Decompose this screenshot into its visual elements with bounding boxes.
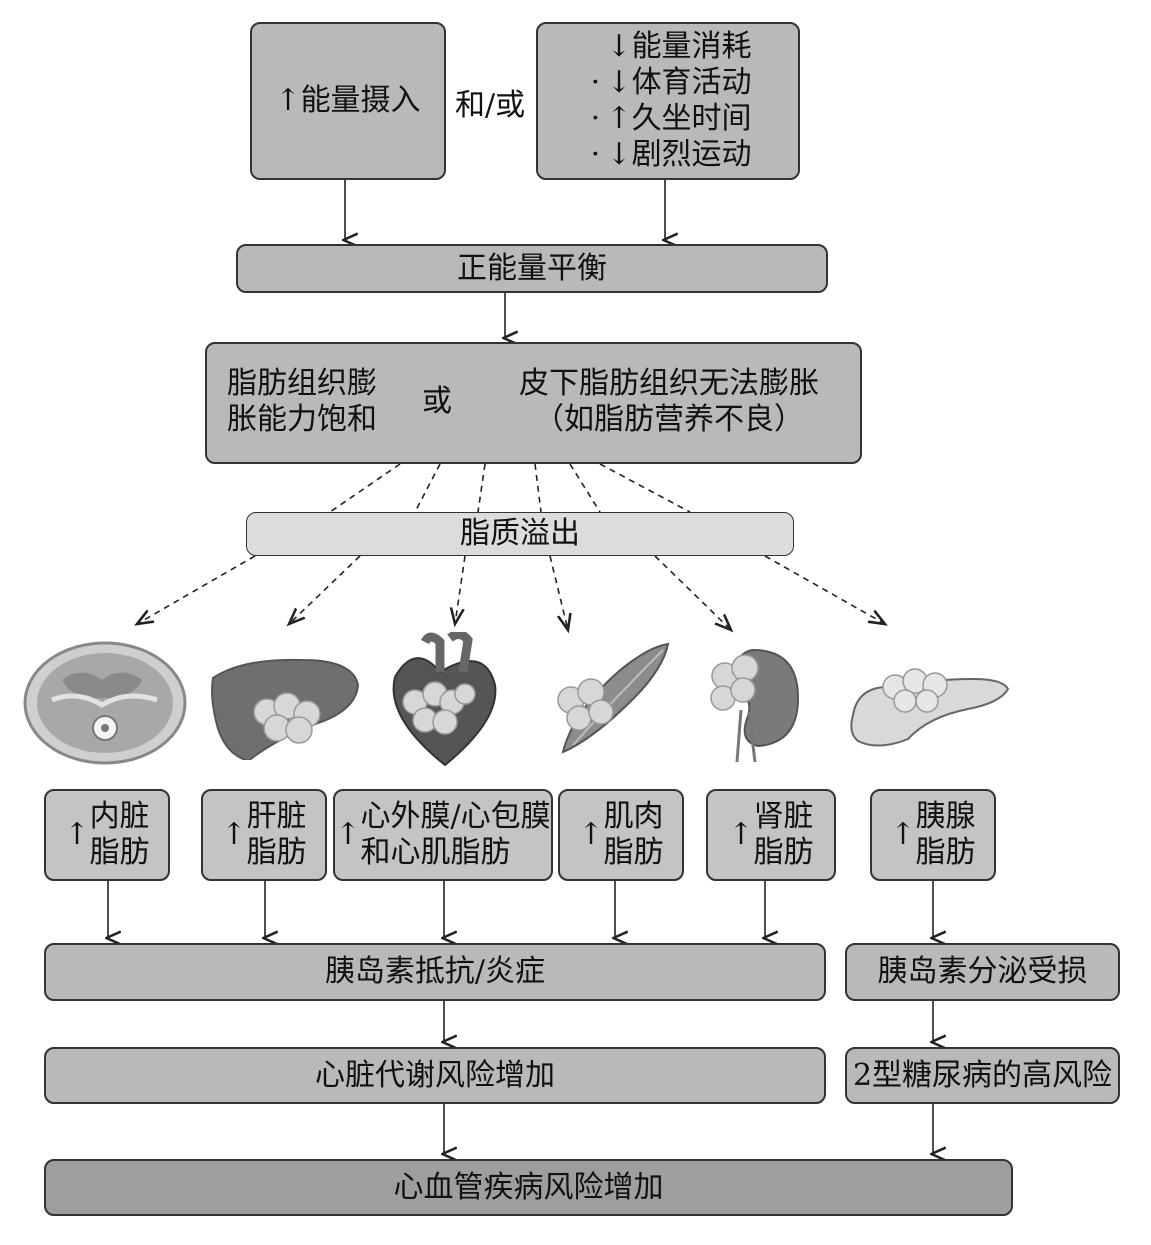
t2d-risk-box: 2型糖尿病的高风险	[845, 1047, 1120, 1104]
up-arrow-icon: ↑	[728, 817, 754, 852]
bullet: ·	[590, 65, 601, 100]
up-arrow-icon: ↑	[578, 817, 604, 852]
pancreas-fat-line2: 脂肪	[915, 835, 976, 870]
expenditure-item-label: 剧烈运动	[631, 137, 752, 172]
positive-energy-balance-label: 正能量平衡	[457, 250, 607, 286]
lipid-spillover-label: 脂质溢出	[460, 516, 580, 551]
adipose-saturation-line2: 胀能力饱和	[227, 402, 377, 437]
kidney-fat-box: ↑ 肾脏脂肪	[706, 789, 836, 881]
cvd-risk-box: 心血管疾病风险增加	[44, 1159, 1013, 1216]
bullet: ·	[590, 137, 601, 172]
visceral-fat-box: ↑ 内脏脂肪	[44, 789, 170, 881]
kidney-fat-line1: 肾脏	[753, 799, 814, 834]
bullet: ·	[590, 101, 601, 136]
visceral-fat-line2: 脂肪	[89, 835, 150, 870]
up-arrow-icon: ↑	[275, 83, 301, 118]
expenditure-line: ↓能量消耗	[584, 29, 751, 65]
up-arrow-icon: ↑	[890, 817, 916, 852]
and-or-label: 和/或	[455, 88, 526, 123]
visceral-fat-line1: 内脏	[89, 799, 150, 834]
cardiometabolic-risk-box: 心脏代谢风险增加	[44, 1047, 826, 1104]
down-arrow-icon: ↓	[606, 65, 632, 100]
expenditure-line: ·↓体育活动	[584, 65, 752, 101]
adipose-or-label: 或	[422, 384, 452, 419]
up-arrow-icon: ↑	[606, 101, 632, 136]
insulin-resistance-box: 胰岛素抵抗/炎症	[44, 943, 826, 1001]
down-arrow-icon: ↓	[606, 29, 632, 64]
expenditure-line: ·↓剧烈运动	[584, 137, 752, 173]
insulin-secretion-box: 胰岛素分泌受损	[845, 943, 1120, 1001]
pancreas-fat-line1: 胰腺	[915, 799, 976, 834]
down-arrow-icon: ↓	[606, 137, 632, 172]
t2d-risk-label: 2型糖尿病的高风险	[852, 1057, 1113, 1093]
cardiometabolic-risk-label: 心脏代谢风险增加	[315, 1057, 555, 1093]
muscle-fat-line2: 脂肪	[603, 835, 664, 870]
lipid-spillover-box: 脂质溢出	[246, 512, 794, 556]
cvd-risk-label: 心血管疾病风险增加	[393, 1169, 664, 1205]
liver-fat-line1: 肝脏	[246, 799, 307, 834]
expenditure-item-label: 能量消耗	[631, 29, 752, 64]
adipose-saturation-line1: 脂肪组织膨	[227, 366, 377, 401]
energy-expenditure-box: ↓能量消耗·↓体育活动·↑久坐时间·↓剧烈运动	[536, 22, 800, 180]
adipose-tissue-box: 脂肪组织膨 胀能力饱和 或 皮下脂肪组织无法膨胀 （如脂肪营养不良）	[205, 342, 862, 464]
insulin-resistance-label: 胰岛素抵抗/炎症	[324, 954, 546, 989]
expenditure-item-label: 久坐时间	[631, 101, 752, 136]
liver-icon	[211, 658, 360, 760]
muscle-icon	[557, 642, 670, 754]
insulin-secretion-label: 胰岛素分泌受损	[877, 954, 1088, 989]
expenditure-item-label: 体育活动	[631, 65, 752, 100]
cardiac-fat-line2: 和心肌脂肪	[360, 835, 511, 870]
expenditure-lines: ↓能量消耗·↓体育活动·↑久坐时间·↓剧烈运动	[584, 29, 752, 173]
abdomen-ct-icon	[23, 641, 187, 765]
heart-icon	[392, 632, 497, 767]
energy-intake-box: ↑ 能量摄入	[250, 22, 446, 180]
up-arrow-icon: ↑	[64, 817, 90, 852]
expenditure-line: ·↑久坐时间	[584, 101, 752, 137]
pancreas-fat-box: ↑ 胰腺脂肪	[870, 789, 996, 881]
subcutaneous-expansion-line2: （如脂肪营养不良）	[534, 402, 804, 437]
liver-fat-line2: 脂肪	[246, 835, 307, 870]
positive-energy-balance-box: 正能量平衡	[236, 244, 828, 293]
kidney-icon	[710, 648, 800, 763]
liver-fat-box: ↑ 肝脏脂肪	[201, 789, 327, 881]
cardiac-fat-box: ↑ 心外膜/心包膜和心肌脂肪	[333, 789, 553, 881]
up-arrow-icon: ↑	[221, 817, 247, 852]
cardiac-fat-line1: 心外膜/心包膜	[360, 799, 551, 834]
muscle-fat-line1: 肌肉	[603, 799, 664, 834]
muscle-fat-box: ↑ 肌肉脂肪	[558, 789, 684, 881]
up-arrow-icon: ↑	[335, 817, 361, 852]
pancreas-icon	[850, 668, 1010, 747]
energy-intake-label: 能量摄入	[300, 83, 421, 118]
subcutaneous-expansion-line1: 皮下脂肪组织无法膨胀	[519, 366, 819, 401]
bullet	[584, 29, 606, 65]
kidney-fat-line2: 脂肪	[753, 835, 814, 870]
